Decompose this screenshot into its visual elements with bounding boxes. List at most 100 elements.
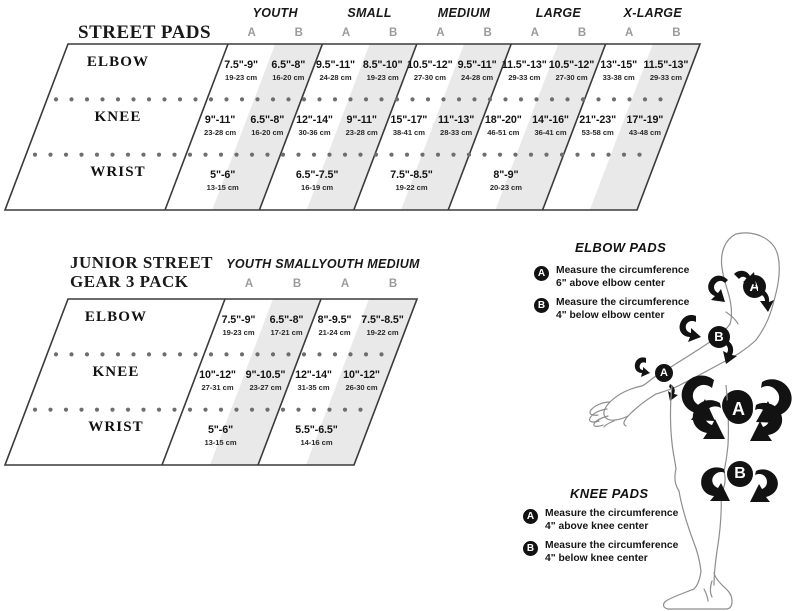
cell-inches: 7.5"-8.5" xyxy=(390,169,433,182)
row-separator-dot xyxy=(348,97,353,102)
row-separator-dot xyxy=(358,152,363,157)
row-label-knee: KNEE xyxy=(92,364,140,380)
row-separator-dot xyxy=(162,352,167,357)
row-separator-dot xyxy=(187,407,193,412)
row-separator-dot xyxy=(286,97,291,102)
cell-centimeters: 16-20 cm xyxy=(251,128,284,137)
column-label-b: B xyxy=(389,27,398,39)
row-separator-dot xyxy=(301,352,307,357)
cell-inches: 12"-14" xyxy=(296,114,333,126)
column-label-a: A xyxy=(530,27,539,39)
cell-inches: 7.5"-8.5" xyxy=(361,313,404,326)
cell-inches: 10"-12" xyxy=(199,369,236,381)
row-separator-dot xyxy=(487,97,493,102)
junior-pack-title: JUNIOR STREET GEAR 3 PACK xyxy=(70,253,214,292)
row-separator-dot xyxy=(100,97,105,102)
cell-centimeters: 21-24 cm xyxy=(318,327,351,337)
row-separator-dot xyxy=(110,152,115,157)
row-separator-dot xyxy=(208,97,214,102)
row-separator-dot xyxy=(69,352,74,357)
elbow-legend-badge-a: A xyxy=(534,266,549,281)
cell-centimeters: 27-30 cm xyxy=(413,72,446,82)
row-separator-dot xyxy=(280,407,286,412)
cell-centimeters: 29-33 cm xyxy=(508,72,541,82)
row-separator-dot xyxy=(94,152,100,157)
row-separator-dot xyxy=(218,152,224,157)
row-label-elbow: ELBOW xyxy=(84,308,148,325)
row-separator-dot xyxy=(596,97,601,102)
row-separator-dot xyxy=(131,352,136,357)
row-separator-dot xyxy=(301,97,307,102)
column-label-b: B xyxy=(672,27,681,39)
column-label-a: A xyxy=(341,27,351,39)
column-stripe xyxy=(306,299,417,465)
cell-inches: 13"-15" xyxy=(600,58,638,71)
cell-inches: 9"-10.5" xyxy=(245,369,286,381)
row-separator-dot xyxy=(332,97,338,102)
cell-centimeters: 27-30 cm xyxy=(555,72,588,82)
row-separator-dot xyxy=(255,352,260,357)
cell-centimeters: 13-15 cm xyxy=(204,438,237,448)
cell-inches: 18"-20" xyxy=(484,114,522,126)
row-separator-dot xyxy=(203,407,208,412)
row-separator-dot xyxy=(528,152,534,157)
row-separator-dot xyxy=(621,152,627,157)
row-separator-dot xyxy=(146,352,152,357)
cell-centimeters: 31-35 cm xyxy=(297,383,330,392)
row-separator-dot xyxy=(239,352,245,357)
cell-centimeters: 23-28 cm xyxy=(204,128,237,137)
row-separator-dot xyxy=(379,352,384,357)
group-divider xyxy=(353,43,418,211)
junior-pack-table-svg xyxy=(3,298,419,466)
table-outline xyxy=(3,43,702,211)
cell-centimeters: 23-28 cm xyxy=(345,128,378,137)
cell-inches: 5"-6" xyxy=(207,424,234,437)
cell-centimeters: 23-27 cm xyxy=(249,383,282,392)
row-separator-dot xyxy=(125,152,131,157)
row-separator-dot xyxy=(141,407,146,412)
cell-inches: 10.5"-12" xyxy=(548,58,595,71)
row-separator-dot xyxy=(497,152,503,157)
cell-centimeters: 27-31 cm xyxy=(201,383,234,392)
row-separator-dot xyxy=(265,407,270,412)
row-separator-dot xyxy=(177,352,183,357)
size-group-label-large: LARGE xyxy=(535,6,582,20)
row-separator-dot xyxy=(642,97,648,102)
row-separator-dot xyxy=(611,97,617,102)
row-label-knee: KNEE xyxy=(94,109,142,125)
row-separator-dot xyxy=(110,407,115,412)
row-separator-dot xyxy=(327,152,332,157)
row-separator-dot xyxy=(187,152,193,157)
row-label-wrist: WRIST xyxy=(88,419,144,436)
cell-inches: 10.5"-12" xyxy=(407,58,453,71)
cell-centimeters: 16-19 cm xyxy=(301,183,334,193)
row-separator-dot xyxy=(342,152,348,157)
row-separator-dot xyxy=(234,407,239,412)
row-separator-dot xyxy=(125,407,131,412)
row-separator-dot xyxy=(63,407,69,412)
size-group-label-medium: MEDIUM xyxy=(437,6,491,20)
row-separator-dot xyxy=(549,97,555,102)
size-group-label-small: SMALL xyxy=(347,6,392,20)
row-separator-dot xyxy=(358,407,363,412)
cell-centimeters: 13-15 cm xyxy=(206,183,239,193)
row-separator-dot xyxy=(296,407,301,412)
row-separator-dot xyxy=(348,352,353,357)
cell-inches: 9"-11" xyxy=(204,114,236,126)
column-label-b: B xyxy=(577,27,587,39)
table-outline xyxy=(3,298,419,466)
knee-legend-text-a: Measure the circumference 4" above knee … xyxy=(545,508,679,532)
cell-inches: 11.5"-13" xyxy=(501,58,547,71)
column-stripe xyxy=(589,44,700,210)
cell-centimeters: 17-21 cm xyxy=(270,327,303,337)
cell-centimeters: 19-22 cm xyxy=(366,327,399,337)
column-label-b: B xyxy=(292,278,302,290)
row-separator-dot xyxy=(141,152,146,157)
column-stripe xyxy=(212,44,323,210)
column-label-a: A xyxy=(340,278,350,290)
row-separator-dot xyxy=(79,407,84,412)
row-separator-dot xyxy=(63,152,69,157)
cell-centimeters: 43-48 cm xyxy=(628,128,661,137)
size-group-label-youth-medium: YOUTH MEDIUM xyxy=(318,257,420,271)
row-separator-dot xyxy=(435,152,441,157)
